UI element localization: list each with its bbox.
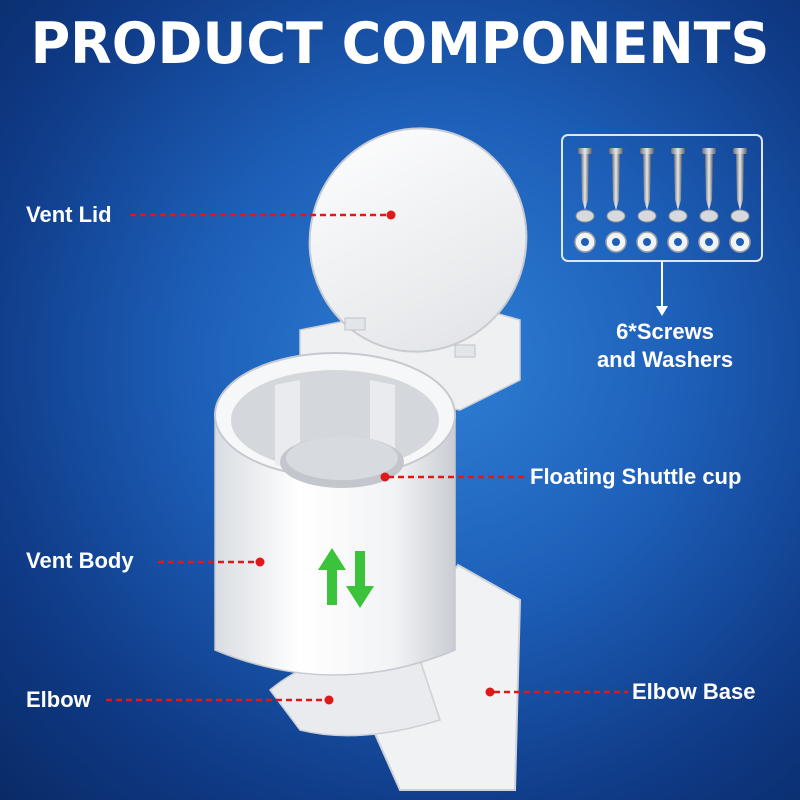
- screws-caption-line2: and Washers: [596, 347, 734, 372]
- leader-lines: [106, 210, 628, 705]
- label-floating-shuttle-cup: Floating Shuttle cup: [530, 464, 742, 489]
- label-elbow-base: Elbow Base: [632, 679, 756, 704]
- label-vent-body: Vent Body: [26, 548, 134, 573]
- label-elbow: Elbow: [26, 687, 91, 712]
- vent-lid: [308, 127, 528, 358]
- up-down-arrows-icon: [318, 548, 374, 608]
- washer-icon: [574, 231, 751, 253]
- screws-panel: [561, 134, 763, 316]
- page-title: PRODUCT COMPONENTS: [30, 10, 770, 77]
- screw-icon: [575, 148, 750, 223]
- vent-body: [214, 352, 456, 676]
- screws-caption-line1: 6*Screws: [616, 319, 714, 344]
- screws-caption: 6*Screws and Washers: [570, 318, 760, 374]
- label-vent-lid: Vent Lid: [26, 202, 112, 227]
